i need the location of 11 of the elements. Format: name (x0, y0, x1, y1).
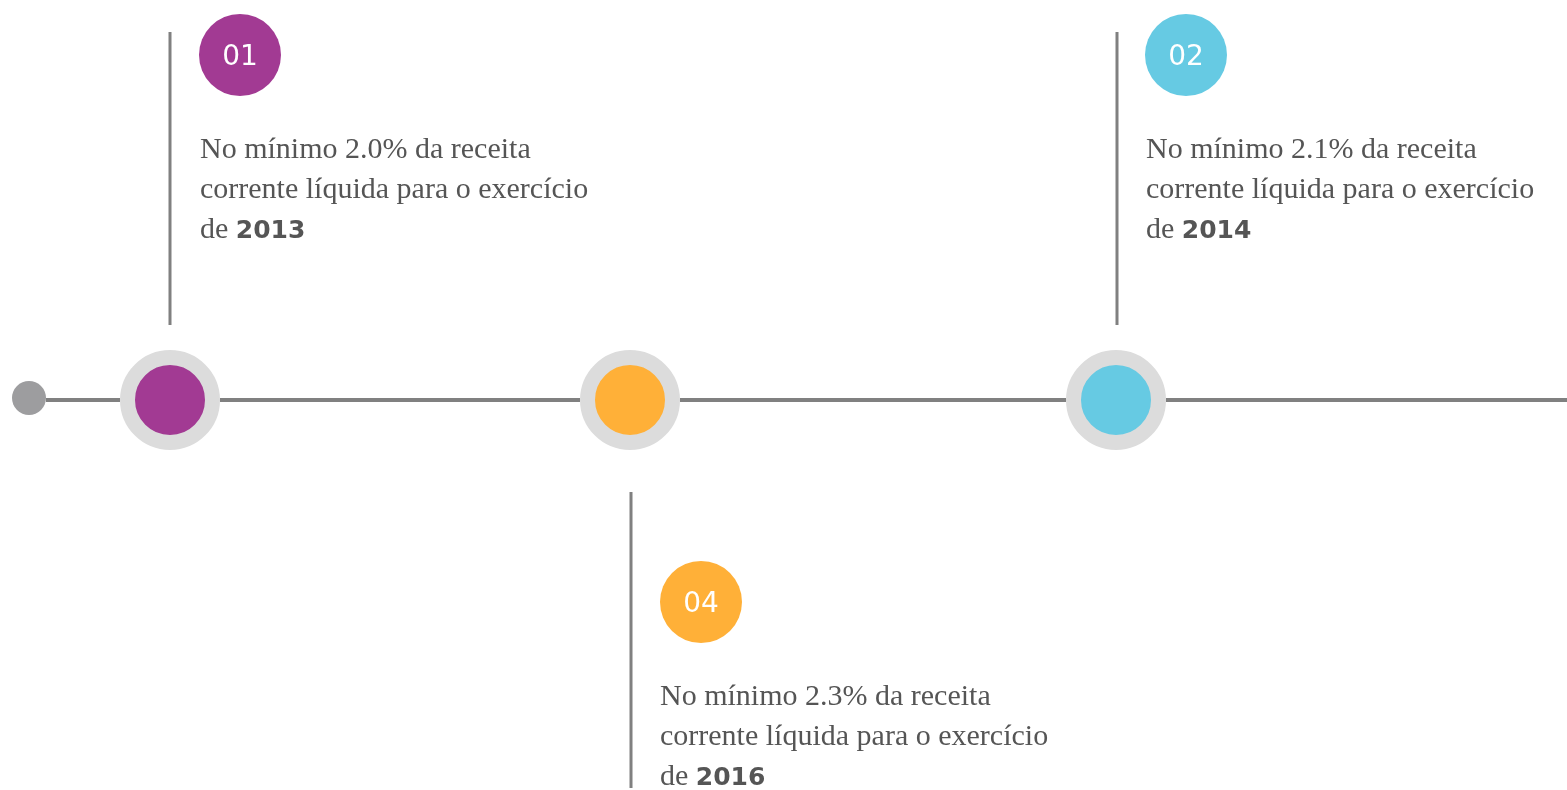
timeline-line (1166, 398, 1567, 402)
timeline-line (46, 398, 120, 402)
number-badge: 04 (660, 561, 742, 643)
timeline-line (680, 398, 1066, 402)
number-badge: 01 (199, 14, 281, 96)
timeline-start-dot (12, 381, 46, 415)
description-text: No mínimo 2.1% da receita corrente líquida para o exercício de 2014 (1146, 130, 1536, 246)
description-text: No mínimo 2.0% da receita corrente líquida para o exercício de 2013 (200, 130, 590, 246)
description-text: No mínimo 2.3% da receita corrente líquida para o exercício de 2016 (660, 677, 1050, 790)
timeline-line (220, 398, 580, 402)
number-badge: 02 (1145, 14, 1227, 96)
